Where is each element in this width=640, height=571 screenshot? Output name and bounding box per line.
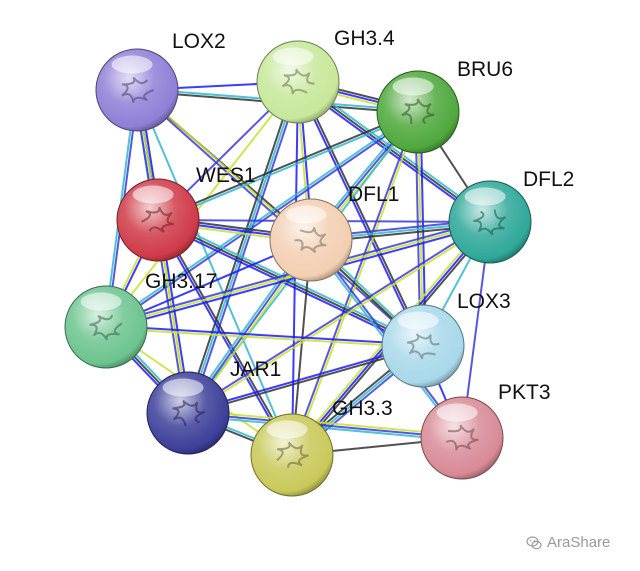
edge-line: [188, 222, 492, 415]
node-highlight: [464, 187, 506, 206]
node-highlight: [132, 185, 174, 204]
edge-line: [187, 81, 299, 414]
edge-line: [158, 218, 294, 455]
edge-line: [156, 220, 292, 457]
edge-GH3.4-LOX3: [295, 81, 426, 347]
edge-JAR1-PKT3: [187, 409, 463, 442]
edge-line: [106, 324, 424, 346]
node-GH3.4[interactable]: [256, 40, 340, 124]
edge-GH3.4-GH3.17: [105, 81, 299, 328]
edge-line: [295, 82, 423, 347]
node-highlight: [392, 77, 434, 96]
edge-WES1-GH3.3: [156, 218, 294, 457]
edge-line: [157, 219, 424, 347]
edge-line: [136, 89, 293, 456]
edge-line: [298, 81, 426, 346]
node-highlight: [80, 292, 122, 311]
edge-LOX2-GH3.3: [136, 89, 293, 456]
node-highlight: [266, 420, 308, 439]
protein-structure-icon: [445, 424, 479, 451]
node-label-BRU6: BRU6: [457, 58, 513, 81]
protein-structure-icon: [281, 68, 315, 95]
node-BRU6[interactable]: [376, 70, 460, 154]
node-GH3.17[interactable]: [64, 285, 148, 369]
protein-structure-icon: [473, 209, 507, 236]
node-label-WES1: WES1: [196, 164, 256, 187]
node-JAR1[interactable]: [146, 371, 230, 455]
node-label-DFL1: DFL1: [348, 183, 399, 206]
protein-structure-icon: [89, 314, 123, 341]
nodes-layer: [64, 40, 532, 497]
edge-line: [186, 220, 490, 413]
edge-line: [189, 82, 302, 415]
node-label-GH3.3: GH3.3: [332, 397, 393, 420]
edge-line: [157, 109, 418, 220]
edge-line: [187, 412, 463, 439]
edge-WES1-LOX3: [156, 216, 425, 350]
edge-line: [156, 221, 423, 350]
node-WES1[interactable]: [116, 178, 200, 262]
edge-GH3.4-JAR1: [184, 80, 302, 415]
protein-structure-icon: [141, 206, 174, 233]
edge-line: [158, 112, 419, 223]
node-label-PKT3: PKT3: [498, 381, 551, 404]
edge-line: [104, 110, 418, 327]
watermark: AraShare: [526, 534, 610, 551]
node-highlight: [272, 47, 314, 66]
node-DFL2[interactable]: [448, 180, 532, 264]
edge-line: [187, 414, 462, 442]
edge-GH3.17-LOX3: [105, 324, 424, 349]
edge-line: [184, 80, 297, 413]
protein-structure-icon: [401, 98, 435, 125]
node-highlight: [436, 403, 478, 422]
protein-structure-icon: [276, 441, 309, 468]
edge-DFL2-JAR1: [186, 220, 492, 415]
watermark-text: AraShare: [547, 534, 611, 551]
node-highlight: [111, 55, 153, 74]
node-PKT3[interactable]: [420, 396, 504, 480]
node-highlight: [162, 378, 204, 397]
node-label-DFL2: DFL2: [523, 168, 574, 191]
edge-line: [105, 81, 299, 328]
protein-structure-icon: [406, 333, 440, 360]
edge-line: [188, 409, 463, 437]
node-LOX3[interactable]: [381, 304, 465, 388]
node-label-LOX2: LOX2: [172, 30, 226, 53]
node-highlight: [397, 311, 439, 330]
node-label-LOX3: LOX3: [457, 290, 511, 313]
node-label-GH3.17: GH3.17: [145, 270, 217, 293]
protein-structure-icon: [172, 399, 205, 427]
node-LOX2[interactable]: [95, 48, 179, 132]
node-DFL1[interactable]: [269, 198, 353, 282]
node-GH3.3[interactable]: [250, 413, 334, 497]
node-highlight: [285, 205, 327, 224]
wechat-icon: [526, 535, 542, 549]
node-label-JAR1: JAR1: [230, 358, 281, 381]
protein-structure-icon: [121, 76, 154, 103]
node-label-GH3.4: GH3.4: [334, 27, 395, 50]
edge-line: [105, 327, 423, 349]
protein-structure-icon: [294, 227, 327, 254]
edge-BRU6-WES1: [157, 109, 419, 223]
edge-line: [158, 216, 425, 345]
